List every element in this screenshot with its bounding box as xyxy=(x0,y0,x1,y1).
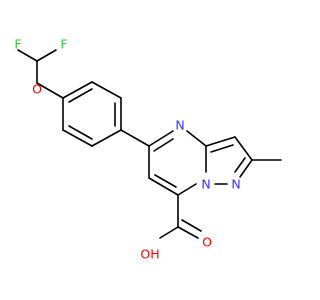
atom-o-hydroxyl: OH xyxy=(140,247,159,262)
atom-n-pyrazole: N xyxy=(231,177,240,192)
bonds xyxy=(17,49,282,239)
bond-c3a-c3 xyxy=(205,136,236,147)
bond-benzene-double-3 xyxy=(68,125,93,140)
atom-n-bridge: N xyxy=(201,177,210,192)
atom-o-ether: O xyxy=(32,82,42,97)
bond-c-f2 xyxy=(36,49,57,62)
bond-benzene-d xyxy=(91,129,122,147)
molecule-structure-diagram: F F O N N N O OH xyxy=(14,37,282,262)
bond-benzene-b xyxy=(91,81,122,99)
atom-n-ring-top: N xyxy=(175,118,184,133)
bond-f1-c xyxy=(17,49,38,62)
bond-o-ether-aryl xyxy=(36,82,64,99)
bond-c5-n4 xyxy=(148,130,174,147)
bond-cacid-o-carbonyl xyxy=(177,226,199,239)
atom-labels: F F O N N N O OH xyxy=(14,37,240,262)
bond-n4-c3a xyxy=(186,130,207,147)
bond-benzene-e xyxy=(62,129,93,147)
bond-cacid-o-hydroxyl xyxy=(159,226,179,239)
bond-c5-n4-double xyxy=(153,138,174,152)
bond-c2-n1-double xyxy=(234,157,246,173)
bond-c3-c2 xyxy=(234,136,253,161)
bond-aryl-c5 xyxy=(120,129,150,147)
bond-n8-c7 xyxy=(177,183,197,196)
atom-f1: F xyxy=(14,37,21,52)
bond-c2-n1 xyxy=(239,159,253,178)
bond-benzene-a xyxy=(62,81,93,99)
bond-c7-c6 xyxy=(148,177,179,196)
bond-benzene-double-1 xyxy=(68,88,93,103)
atom-f2: F xyxy=(60,37,67,52)
bond-c7-c6-double xyxy=(154,174,177,188)
bond-c3a-c3-double xyxy=(210,144,234,153)
atom-o-carbonyl: O xyxy=(202,235,212,250)
bond-cacid-o-carbonyl-double xyxy=(181,219,202,232)
